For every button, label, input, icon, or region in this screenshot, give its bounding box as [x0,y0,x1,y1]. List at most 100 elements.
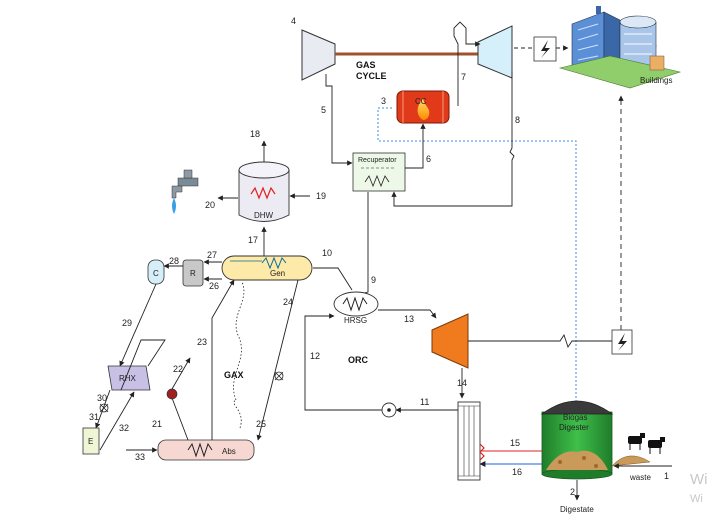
stream-label-4: 4 [291,16,296,26]
hrsg-label: HRSG [344,316,367,325]
stream-label-12: 12 [310,351,320,361]
digester-label-line2: Digester [559,423,589,432]
e-label: E [88,437,93,446]
stream-label-22: 22 [173,364,183,374]
line-6 [405,123,426,169]
cc-label: CC [415,97,427,106]
biogas-digester [540,400,614,480]
line-21 [171,397,189,441]
orc-label: ORC [348,355,369,365]
stream-label-3: 3 [381,96,386,106]
stream-label-2: 2 [570,487,575,497]
electricity-icon-orc [611,329,633,355]
stream-label-16: 16 [512,467,522,477]
biogas-line-3 [377,107,577,402]
orc-turbine [431,313,469,369]
line-7 [453,21,481,106]
rectifier [182,259,204,287]
recuperator [352,152,406,192]
buildings-icon [558,6,682,89]
abs-label: Abs [222,447,236,456]
recuperator-label: Recuperator [358,157,397,164]
waste-pile-icon [611,455,651,467]
gas-cycle-label-line2: CYCLE [356,71,387,81]
stream-label-33: 33 [135,452,145,462]
stream-label-1: 1 [664,471,669,481]
gen-label: Gen [270,269,285,278]
line-rhx-return [120,339,166,391]
gax-label: GAX [224,370,244,380]
expansion-valve-icon-2 [274,371,284,381]
cow-icon [628,433,665,454]
line-13 [378,309,437,319]
stream-label-20: 20 [205,200,215,210]
stream-label-9: 9 [371,275,376,285]
digestate-label: Digestate [560,505,594,514]
expansion-valve-icon [99,403,109,413]
waste-label: waste [629,473,651,482]
stream-label-17: 17 [248,235,258,245]
gas-turbine [477,25,513,79]
orc-pump-icon [381,402,397,418]
gas-cycle-label: GAS CYCLE [356,60,387,81]
stream-label-31: 31 [89,412,99,422]
rhx [107,365,151,391]
stream-label-15: 15 [510,438,520,448]
electricity-icon-top [533,36,557,62]
orc-condenser [457,401,481,481]
line-10 [313,267,353,291]
gas-compressor [301,29,336,81]
stream-label-10: 10 [322,248,332,258]
dhw-tank [238,161,290,222]
stream-label-7: 7 [461,72,466,82]
line-9 [359,192,369,295]
rhx-label: RHX [119,374,137,383]
dhw-label: DHW [254,211,274,220]
line-29 [119,283,157,367]
digester-label-line1: Biogas [563,413,587,422]
gax-dotted-line [233,281,245,401]
stream-label-21: 21 [152,419,162,429]
stream-label-25: 25 [256,419,266,429]
line-5 [325,74,353,166]
digester-label: Biogas Digester [559,413,590,432]
stream-label-14: 14 [457,378,467,388]
stream-label-23: 23 [197,337,207,347]
line-24 [256,279,299,441]
watermark-text-2: Wi [690,493,703,505]
buildings-label: Buildings [640,76,672,85]
hot-coil [479,443,485,461]
stream-label-32: 32 [119,423,129,433]
line-32 [99,391,135,451]
line-8 [391,72,515,207]
combustion-chamber [396,90,450,124]
line-12 [304,313,382,411]
evaporator [82,427,100,455]
stream-label-29: 29 [122,318,132,328]
c-label: C [153,269,159,278]
stream-label-8: 8 [515,115,520,125]
orc-power-line [468,333,614,349]
gax-dotted-line-2 [233,399,242,429]
solution-pump-icon [166,388,178,400]
stream-label-30: 30 [97,393,107,403]
stream-label-19: 19 [316,191,326,201]
line-22 [171,357,191,390]
watermark-text: Wi [690,471,708,488]
flame-icon [417,98,430,120]
stream-label-5: 5 [321,105,326,115]
hrsg [333,291,379,317]
r-label: R [190,269,196,278]
stream-label-28: 28 [169,256,179,266]
stream-label-18: 18 [250,129,260,139]
stream-label-27: 27 [207,250,217,260]
line-23 [211,279,235,440]
stream-label-26: 26 [209,281,219,291]
gas-cycle-label-line1: GAS [356,60,376,70]
water-tap-icon [171,169,199,214]
stream-label-13: 13 [404,314,414,324]
absorber [157,439,255,461]
stream-label-24: 24 [283,297,293,307]
generator [221,255,313,281]
